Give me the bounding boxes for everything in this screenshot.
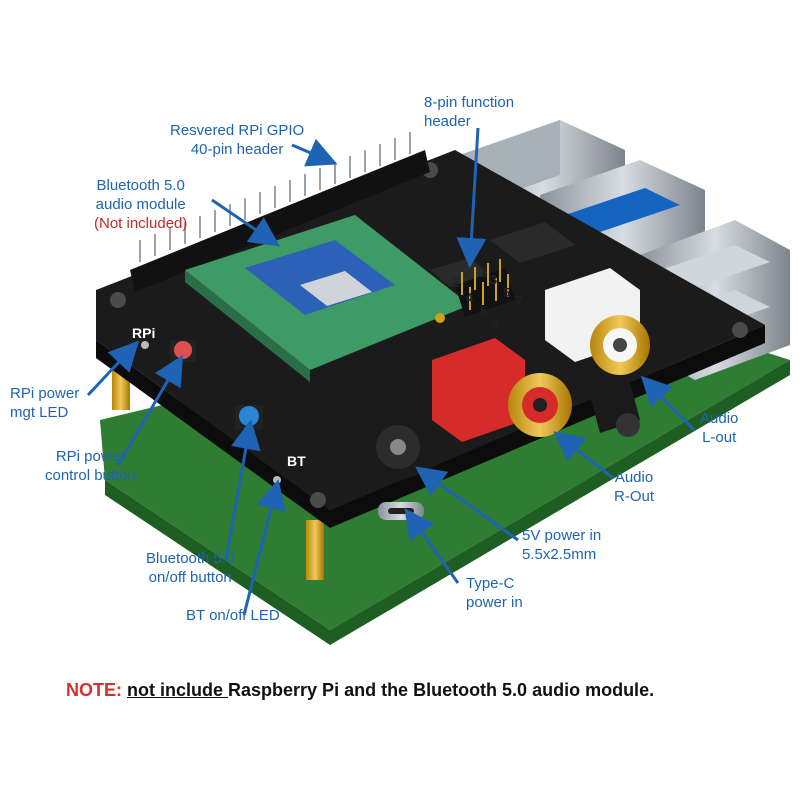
rca-jack-left (545, 268, 650, 375)
not-included-note: (Not included) (94, 215, 188, 232)
pin-number: 6 (480, 303, 488, 318)
bt-led (273, 476, 281, 484)
label-bt-led: BT on/off LED (186, 607, 280, 624)
rpi-power-led (141, 341, 149, 349)
label-typec: Type-C power in (466, 575, 523, 611)
rca-jack-right (432, 338, 572, 442)
label-audio-left: Audio L-out (700, 410, 739, 446)
dc-barrel-jack (360, 398, 432, 490)
bluetooth-module (185, 215, 470, 382)
typec-port (378, 502, 424, 520)
function-header (455, 259, 515, 317)
note-underlined: not include (127, 680, 229, 700)
label-bt-button: Bluetooth 5.0 on/off button (146, 550, 235, 586)
label-rpi-power-led: RPi power mgt LED (10, 385, 80, 421)
rpi-audio-jack (590, 382, 640, 437)
product-note: NOTE: not include Raspberry Pi and the B… (66, 680, 654, 701)
silkscreen-rpi: RPi (132, 325, 156, 341)
pin-number: 3 (490, 272, 498, 287)
pin-number: 5 (503, 285, 511, 300)
pin-number: 7 (515, 293, 523, 308)
pin-number: 2 (452, 275, 460, 290)
label-audio-right: Audio R-Out (614, 469, 655, 505)
note-key: NOTE: (66, 680, 122, 700)
label-gpio-header: Resvered RPi GPIO 40-pin header (170, 122, 305, 158)
gpio-header (130, 132, 430, 292)
pin-number: 8 (492, 315, 500, 330)
note-text: Raspberry Pi and the Bluetooth 5.0 audio… (228, 680, 655, 700)
label-rpi-power-button: RPi power control button (45, 448, 136, 484)
pin-number: 1 (480, 265, 488, 280)
silkscreen-bt: BT (287, 453, 306, 469)
label-5v-power: 5V power in 5.5x2.5mm (522, 527, 602, 563)
rpi-power-button (170, 340, 196, 362)
pin-number: 4 (466, 290, 474, 305)
label-bluetooth-module: Bluetooth 5.0 audio module (Not included… (94, 177, 188, 232)
pointer-arrows (86, 127, 696, 616)
label-function-header: 8-pin function header (424, 94, 515, 130)
